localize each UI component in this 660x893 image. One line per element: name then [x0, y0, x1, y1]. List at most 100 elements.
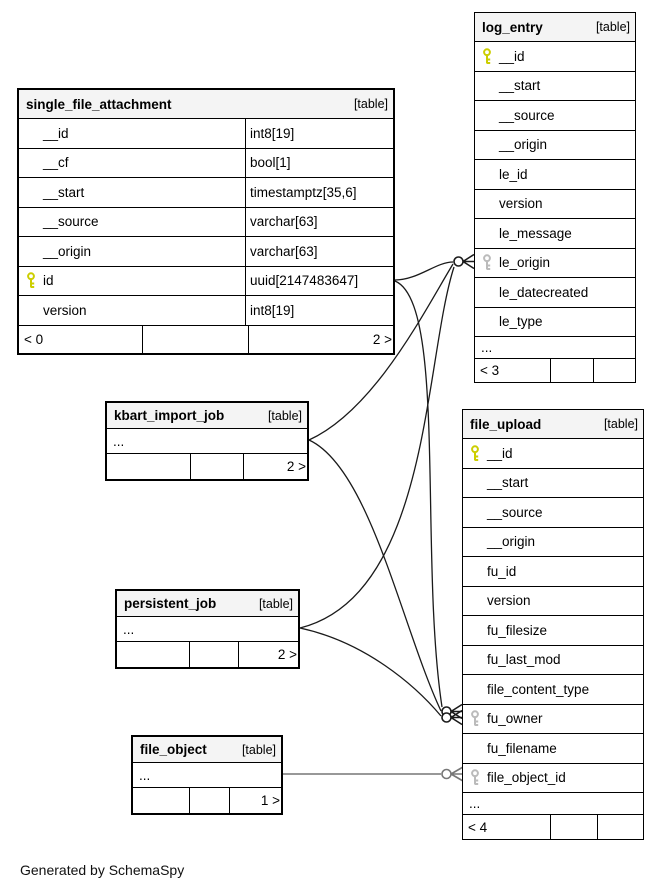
column-row-le_type[interactable]: le_type [475, 307, 635, 337]
column-row-__id[interactable]: __id [463, 439, 643, 469]
ellipsis-label: ... [139, 767, 151, 783]
column-name-cell: le_id [475, 167, 635, 182]
table-name[interactable]: log_entry [482, 19, 543, 35]
table-tag: [table] [595, 20, 630, 34]
primary-key-icon [470, 445, 487, 462]
column-type: uuid[2147483647] [245, 266, 393, 295]
column-row-version[interactable]: version [463, 586, 643, 616]
column-name-cell: __id [463, 445, 643, 462]
parent-count-cell: < 4 [463, 815, 551, 839]
column-name: __cf [43, 155, 69, 171]
column-name: le_type [499, 314, 543, 330]
child-count-cell: 1 > [260, 793, 280, 808]
column-name: le_message [499, 225, 572, 241]
table-name[interactable]: single_file_attachment [26, 96, 172, 112]
column-name-cell: __origin [475, 137, 635, 152]
relationship-edge [308, 439, 442, 712]
ellipsis-label: ... [481, 340, 493, 355]
table-name[interactable]: file_object [140, 742, 207, 757]
more-columns-row: ... [463, 793, 643, 815]
column-name-cell: fu_filesize [463, 623, 643, 638]
column-row-file_content_type[interactable]: file_content_type [463, 675, 643, 705]
column-name-cell: version [463, 593, 643, 608]
column-row-fu_last_mod[interactable]: fu_last_mod [463, 645, 643, 675]
table-name[interactable]: persistent_job [124, 596, 217, 611]
column-name: __start [499, 78, 541, 94]
child-count-cell: 2 > [286, 459, 306, 474]
parent-count-cell: < 0 [19, 325, 143, 353]
relationship-edge [394, 261, 454, 281]
table-tag: [table] [603, 417, 638, 431]
column-row-file_object_id[interactable]: file_object_id [463, 763, 643, 793]
table-header: log_entry [table] [475, 13, 635, 42]
column-name: version [499, 196, 543, 212]
column-row-__id[interactable]: __id [475, 42, 635, 72]
parent-count-cell: < 3 [475, 359, 551, 382]
table-footer: 1 > [133, 788, 281, 813]
foreign-key-icon [470, 710, 487, 727]
column-name: le_origin [499, 255, 551, 271]
credit-text: Generated by SchemaSpy [20, 862, 185, 878]
column-name-cell: __id [19, 126, 245, 141]
column-row-le_origin[interactable]: le_origin [475, 248, 635, 278]
footer-cell [143, 325, 249, 353]
child-count-cell [598, 815, 645, 839]
column-row-fu_id[interactable]: fu_id [463, 557, 643, 587]
foreign-key-icon [470, 769, 487, 786]
column-row-__source[interactable]: __source [463, 498, 643, 528]
column-row-version[interactable]: version [475, 189, 635, 219]
column-row-__start[interactable]: __start [475, 71, 635, 101]
parent-count-cell [133, 788, 190, 813]
column-name: fu_id [487, 563, 517, 579]
column-row-__origin[interactable]: __origin [475, 130, 635, 160]
column-name: __origin [487, 534, 536, 550]
column-type: varchar[63] [245, 237, 393, 266]
column-row-__origin[interactable]: __origin [463, 527, 643, 557]
column-row-__cf[interactable]: __cf bool[1] [19, 148, 393, 178]
column-name-cell: version [19, 303, 245, 318]
entity-table-kbart_import_job: kbart_import_job [table]... 2 > [105, 401, 309, 481]
column-row-fu_filename[interactable]: fu_filename [463, 734, 643, 764]
ellipsis-label: ... [123, 621, 135, 637]
column-row-__start[interactable]: __start [463, 468, 643, 498]
footer-cell [190, 788, 230, 813]
column-type: bool[1] [245, 148, 393, 177]
table-footer: < 4 [463, 815, 643, 839]
column-row-fu_filesize[interactable]: fu_filesize [463, 616, 643, 646]
connector-zero-many-fu-owner [441, 703, 463, 726]
table-header: file_object[table] [133, 737, 281, 763]
primary-key-icon [482, 48, 499, 65]
column-name-cell: __source [463, 505, 643, 520]
column-name-cell: __origin [19, 244, 245, 259]
table-tag: [table] [353, 97, 388, 111]
table-header: file_upload [table] [463, 410, 643, 439]
table-tag: [table] [267, 408, 302, 423]
relationship-edge [394, 280, 443, 708]
table-tag: [table] [258, 596, 293, 611]
table-header: kbart_import_job [table] [107, 403, 307, 429]
child-count-cell: 2 > [372, 331, 392, 347]
column-row-le_id[interactable]: le_id [475, 160, 635, 190]
column-row-fu_owner[interactable]: fu_owner [463, 704, 643, 734]
table-name[interactable]: file_upload [470, 416, 542, 432]
column-type: int8[19] [245, 296, 393, 325]
footer-cell [191, 454, 244, 479]
column-row-__source[interactable]: __source [475, 101, 635, 131]
column-row-le_message[interactable]: le_message [475, 219, 635, 249]
table-name[interactable]: kbart_import_job [114, 408, 225, 423]
column-row-le_datecreated[interactable]: le_datecreated [475, 278, 635, 308]
ellipsis-label: ... [113, 433, 125, 449]
column-name-cell: __id [475, 48, 635, 65]
more-columns-row: ... [133, 763, 281, 788]
entity-table-persistent_job: persistent_job[table]...2 > [115, 589, 300, 669]
column-name-cell: file_object_id [463, 769, 643, 786]
